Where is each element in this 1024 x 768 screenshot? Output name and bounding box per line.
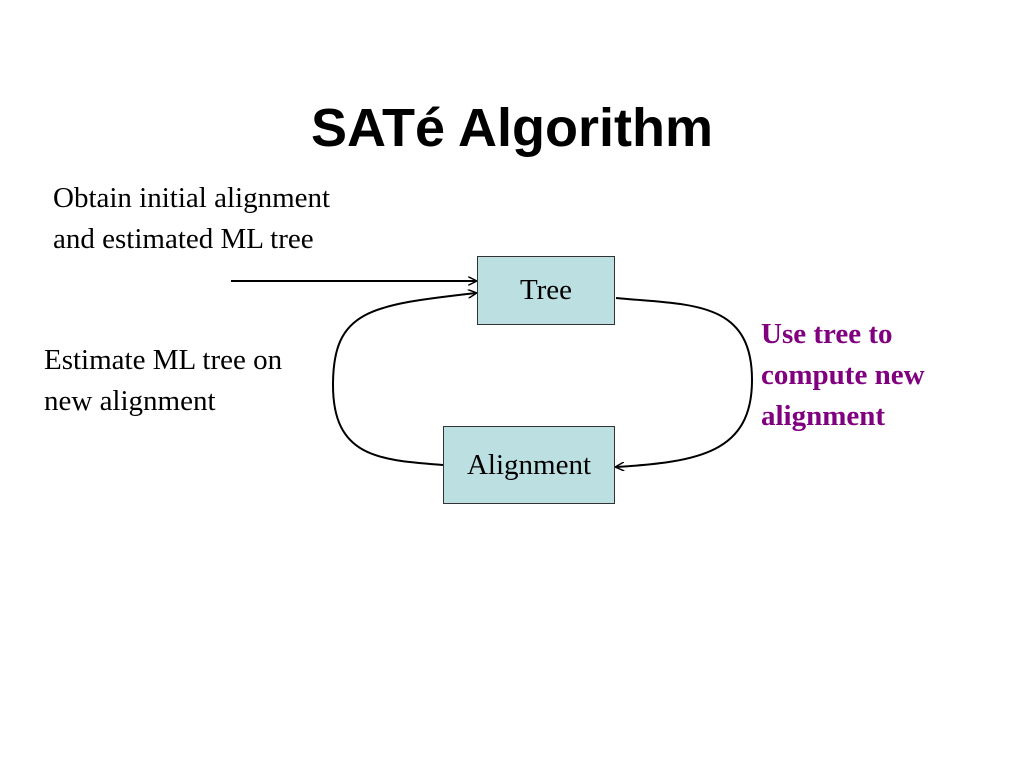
label-initial-line: Obtain initial alignment <box>53 182 331 214</box>
label-use-tree-line: compute new <box>761 359 925 391</box>
edge-tree-to-alignment <box>616 297 754 467</box>
edge-alignment-to-tree <box>331 293 476 466</box>
label-estimate-step: Estimate ML tree on new alignment <box>44 340 282 422</box>
label-use-tree-line: alignment <box>761 400 886 432</box>
label-initial-step: Obtain initial alignment and estimated M… <box>53 178 330 260</box>
slide-title: SATé Algorithm <box>311 98 713 158</box>
label-use-tree-step: Use tree to compute new alignment <box>761 314 925 437</box>
node-alignment: Alignment <box>443 426 615 504</box>
label-estimate-line: new alignment <box>44 385 216 417</box>
label-estimate-line: Estimate ML tree on <box>44 344 283 376</box>
label-initial-line: and estimated ML tree <box>53 223 314 255</box>
label-use-tree-line: Use tree to <box>761 318 893 350</box>
node-tree: Tree <box>477 256 615 325</box>
